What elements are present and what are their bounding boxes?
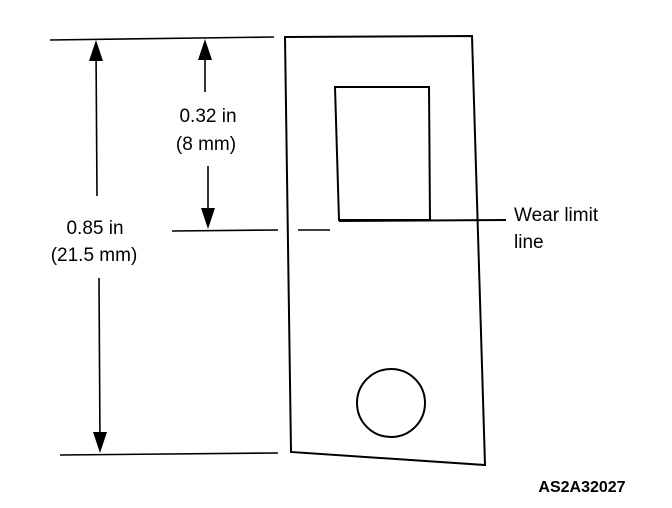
inner-dimension-arrow — [198, 39, 215, 229]
wear-limit-label-line2: line — [514, 232, 544, 253]
pad-groove — [333, 86, 432, 221]
outer-dimension-mm: (21.5 mm) — [51, 245, 138, 266]
outer-dimension-arrow — [89, 40, 107, 453]
brake-pad-outline — [283, 34, 487, 467]
inner-dimension-inches: 0.32 in — [179, 106, 236, 127]
mounting-hole — [356, 368, 426, 438]
wear-limit-label-line1: Wear limit — [514, 205, 599, 226]
outer-dimension-inches: 0.85 in — [66, 218, 123, 239]
bottom-extension-line — [59, 452, 279, 456]
inner-dimension-mm: (8 mm) — [176, 134, 236, 155]
wear-limit-line — [338, 219, 507, 222]
top-extension-line — [49, 36, 275, 41]
figure-code: AS2A32027 — [538, 479, 625, 496]
wear-limit-extension-line — [171, 229, 279, 232]
